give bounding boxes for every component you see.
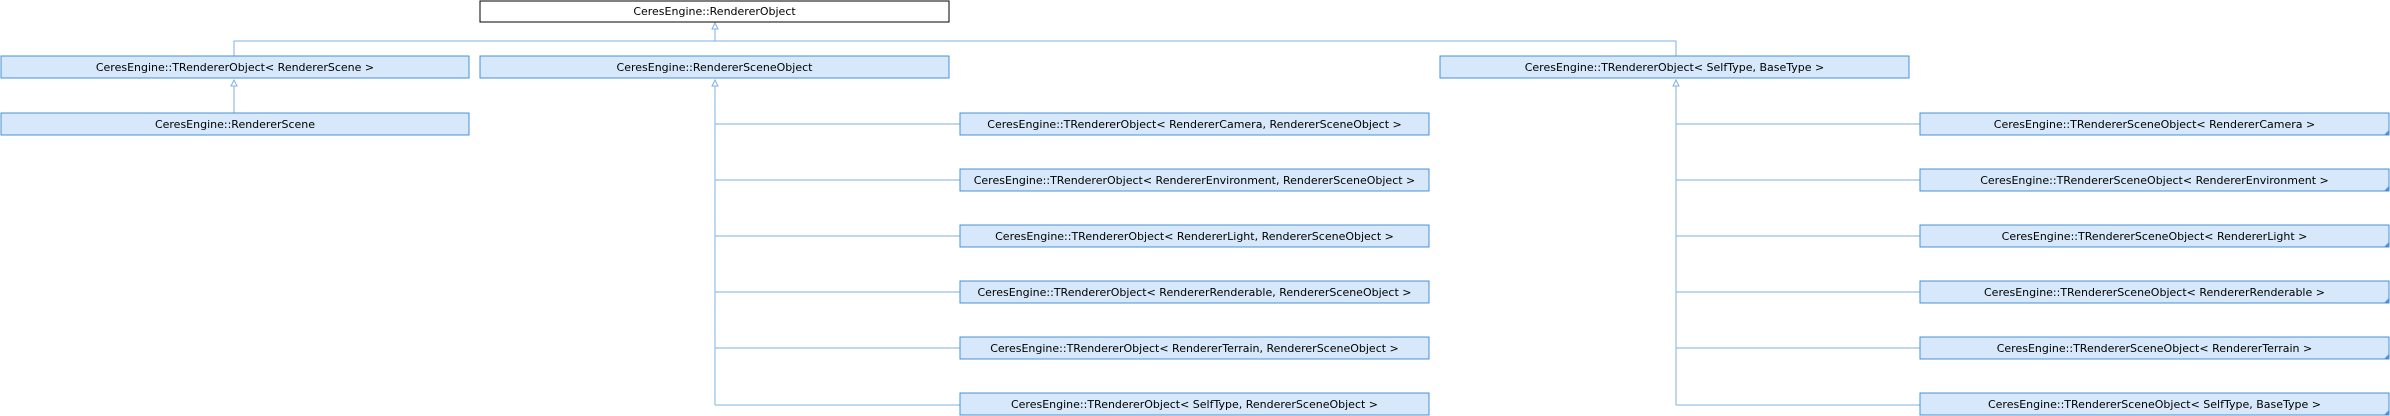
class-node-label: CeresEngine::TRendererObject< RendererLi… <box>995 230 1394 243</box>
class-node-label: CeresEngine::TRendererObject< RendererEn… <box>974 174 1416 187</box>
arrowhead-root <box>711 21 719 30</box>
class-node-label: CeresEngine::RendererScene <box>155 118 315 131</box>
more-indicator <box>2384 298 2389 303</box>
inheritance-edges <box>233 22 1920 406</box>
class-node-tro-camera[interactable]: CeresEngine::TRendererObject< RendererCa… <box>959 112 1430 136</box>
class-node-trso-light[interactable]: CeresEngine::TRendererSceneObject< Rende… <box>1919 224 2390 248</box>
class-node-label: CeresEngine::TRendererObject< SelfType, … <box>1525 61 1825 74</box>
class-node-renderer-object[interactable]: CeresEngine::RendererObject <box>479 0 950 23</box>
more-indicator <box>2384 186 2389 191</box>
class-node-label: CeresEngine::TRendererObject< RendererTe… <box>990 342 1399 355</box>
class-node-trso-terrain[interactable]: CeresEngine::TRendererSceneObject< Rende… <box>1919 336 2390 360</box>
class-node-tro-light[interactable]: CeresEngine::TRendererObject< RendererLi… <box>959 224 1430 248</box>
class-node-label: CeresEngine::TRendererObject< RendererRe… <box>977 286 1411 299</box>
class-node-label: CeresEngine::TRendererSceneObject< Rende… <box>2002 230 2308 243</box>
class-node-label: CeresEngine::TRendererSceneObject< Rende… <box>1994 118 2315 131</box>
class-node-tro-selftype-basetype[interactable]: CeresEngine::TRendererObject< SelfType, … <box>1439 55 1910 79</box>
class-node-tro-terrain[interactable]: CeresEngine::TRendererObject< RendererTe… <box>959 336 1430 360</box>
class-node-label: CeresEngine::RendererObject <box>633 5 796 18</box>
arrowhead-tro-scene <box>230 78 238 87</box>
more-indicator <box>2384 354 2389 359</box>
class-node-tro-selftype-rso[interactable]: CeresEngine::TRendererObject< SelfType, … <box>959 392 1430 416</box>
class-node-tro-renderable[interactable]: CeresEngine::TRendererObject< RendererRe… <box>959 280 1430 304</box>
arrowhead-tro-selftype <box>1672 78 1680 87</box>
class-node-trso-selftype-basetype[interactable]: CeresEngine::TRendererSceneObject< SelfT… <box>1919 392 2390 416</box>
edge-root-bus <box>233 40 1677 56</box>
class-node-tro-environment[interactable]: CeresEngine::TRendererObject< RendererEn… <box>959 168 1430 192</box>
class-node-label: CeresEngine::TRendererObject< RendererSc… <box>96 61 374 74</box>
class-node-label: CeresEngine::TRendererSceneObject< Rende… <box>1997 342 2313 355</box>
arrowhead-rso <box>711 78 719 87</box>
class-node-tro-renderer-scene[interactable]: CeresEngine::TRendererObject< RendererSc… <box>0 55 470 79</box>
class-node-label: CeresEngine::TRendererSceneObject< Rende… <box>1980 174 2329 187</box>
class-node-trso-renderable[interactable]: CeresEngine::TRendererSceneObject< Rende… <box>1919 280 2390 304</box>
class-node-label: CeresEngine::TRendererObject< RendererCa… <box>987 118 1401 131</box>
more-indicator <box>2384 242 2389 247</box>
class-node-trso-environment[interactable]: CeresEngine::TRendererSceneObject< Rende… <box>1919 168 2390 192</box>
class-node-trso-camera[interactable]: CeresEngine::TRendererSceneObject< Rende… <box>1919 112 2390 136</box>
class-node-renderer-scene[interactable]: CeresEngine::RendererScene <box>0 112 470 136</box>
class-node-renderer-scene-object[interactable]: CeresEngine::RendererSceneObject <box>479 55 950 79</box>
class-node-label: CeresEngine::RendererSceneObject <box>617 61 814 74</box>
class-node-label: CeresEngine::TRendererSceneObject< SelfT… <box>1988 398 2321 411</box>
more-indicator <box>2384 130 2389 135</box>
class-node-label: CeresEngine::TRendererObject< SelfType, … <box>1011 398 1378 411</box>
class-node-label: CeresEngine::TRendererSceneObject< Rende… <box>1984 286 2325 299</box>
more-indicator <box>2384 410 2389 415</box>
inheritance-arrowheads <box>230 21 1680 87</box>
